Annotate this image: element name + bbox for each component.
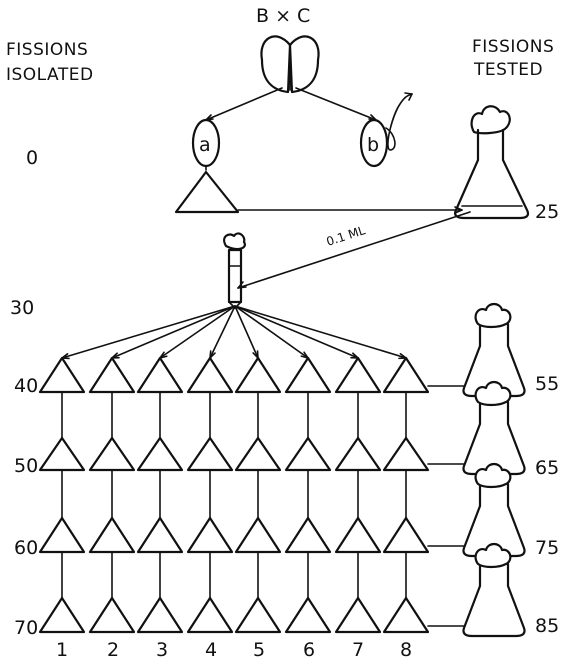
isolation-triangle-1-2 xyxy=(40,438,84,470)
line-number-6: 6 xyxy=(303,639,315,661)
isolation-triangle-1-3 xyxy=(40,518,84,552)
cell-a-label: a xyxy=(199,134,211,156)
isolation-triangle-4-4 xyxy=(188,598,232,632)
test-flasks xyxy=(428,304,525,636)
test-flask-25 xyxy=(455,106,528,218)
tested-level-25: 25 xyxy=(535,201,559,223)
isolated-level-60: 60 xyxy=(14,537,38,559)
isolation-triangle-4-2 xyxy=(188,438,232,470)
exconjugant-arrows xyxy=(206,88,376,120)
isolated-level-0: 0 xyxy=(26,147,38,169)
isolated-level-40: 40 xyxy=(14,375,38,397)
isolation-triangle-7-4 xyxy=(336,598,380,632)
line-numbers: 1 2 3 4 5 6 7 8 xyxy=(56,639,412,661)
conjugating-pair xyxy=(261,36,318,92)
fan-line-1 xyxy=(62,306,235,358)
isolation-triangle-3-1 xyxy=(138,358,182,392)
isolation-triangle-5-4 xyxy=(236,598,280,632)
isolation-triangle-7-2 xyxy=(336,438,380,470)
isolated-levels: 0 30 40 50 60 70 xyxy=(10,147,38,639)
isolation-triangle-8-1 xyxy=(384,358,428,392)
isolation-triangle-6-1 xyxy=(286,358,330,392)
isolation-triangle-5-3 xyxy=(236,518,280,552)
header-left-line2: ISOLATED xyxy=(6,65,94,85)
line-number-7: 7 xyxy=(352,639,364,661)
test-flask-3 xyxy=(463,464,524,556)
header-right-line1: FISSIONS xyxy=(472,37,554,57)
isolation-triangle-3-2 xyxy=(138,438,182,470)
line-number-8: 8 xyxy=(400,639,412,661)
isolation-triangle-2-3 xyxy=(90,518,134,552)
isolation-triangle-4-3 xyxy=(188,518,232,552)
isolated-level-50: 50 xyxy=(14,455,38,477)
flask-plug xyxy=(476,304,511,327)
subline-lineages xyxy=(40,306,428,632)
tested-level-75: 75 xyxy=(535,537,559,559)
isolation-triangle-6-2 xyxy=(286,438,330,470)
flask-body xyxy=(463,564,524,636)
isolation-triangle-1-4 xyxy=(40,598,84,632)
line-number-1: 1 xyxy=(56,639,68,661)
isolation-triangle-5-2 xyxy=(236,438,280,470)
isolation-triangle-5-1 xyxy=(236,358,280,392)
line-number-2: 2 xyxy=(107,639,119,661)
cross-title: B × C xyxy=(256,5,310,27)
tested-levels: 25 55 65 75 85 xyxy=(535,201,559,637)
cell-b-label: b xyxy=(367,134,379,156)
exconjugant-a: a xyxy=(193,120,219,170)
isolation-triangle-8-3 xyxy=(384,518,428,552)
isolation-triangle-3-3 xyxy=(138,518,182,552)
isolation-triangle-2-4 xyxy=(90,598,134,632)
isolated-level-70: 70 xyxy=(14,617,38,639)
isolation-triangle-1-1 xyxy=(40,358,84,392)
tested-level-85: 85 xyxy=(535,615,559,637)
tested-level-55: 55 xyxy=(535,373,559,395)
isolation-triangle-2-2 xyxy=(90,438,134,470)
isolated-level-30: 30 xyxy=(10,297,34,319)
exconjugant-b: b xyxy=(361,93,412,166)
isolation-triangle-8-4 xyxy=(384,598,428,632)
fan-line-8 xyxy=(235,306,406,358)
isolation-triangle-7-1 xyxy=(336,358,380,392)
header-left-line1: FISSIONS xyxy=(6,40,88,60)
tested-level-65: 65 xyxy=(535,457,559,479)
isolation-triangle-3-4 xyxy=(138,598,182,632)
line-number-3: 3 xyxy=(156,639,168,661)
isolation-triangle-a xyxy=(176,172,462,213)
header-right-line2: TESTED xyxy=(473,60,543,80)
isolation-triangle-8-2 xyxy=(384,438,428,470)
isolation-triangle-7-3 xyxy=(336,518,380,552)
transfer-volume-label: 0.1 ML xyxy=(325,223,368,249)
line-number-4: 4 xyxy=(205,639,217,661)
isolation-triangle-4-1 xyxy=(188,358,232,392)
line-number-5: 5 xyxy=(253,639,265,661)
isolation-triangle-2-1 xyxy=(90,358,134,392)
fan-line-2 xyxy=(112,306,235,358)
isolation-triangle-6-3 xyxy=(286,518,330,552)
fan-line-3 xyxy=(160,306,235,358)
transfer-tube: 0.1 ML xyxy=(224,212,470,308)
test-flask-4 xyxy=(463,544,524,636)
isolation-triangle-6-4 xyxy=(286,598,330,632)
